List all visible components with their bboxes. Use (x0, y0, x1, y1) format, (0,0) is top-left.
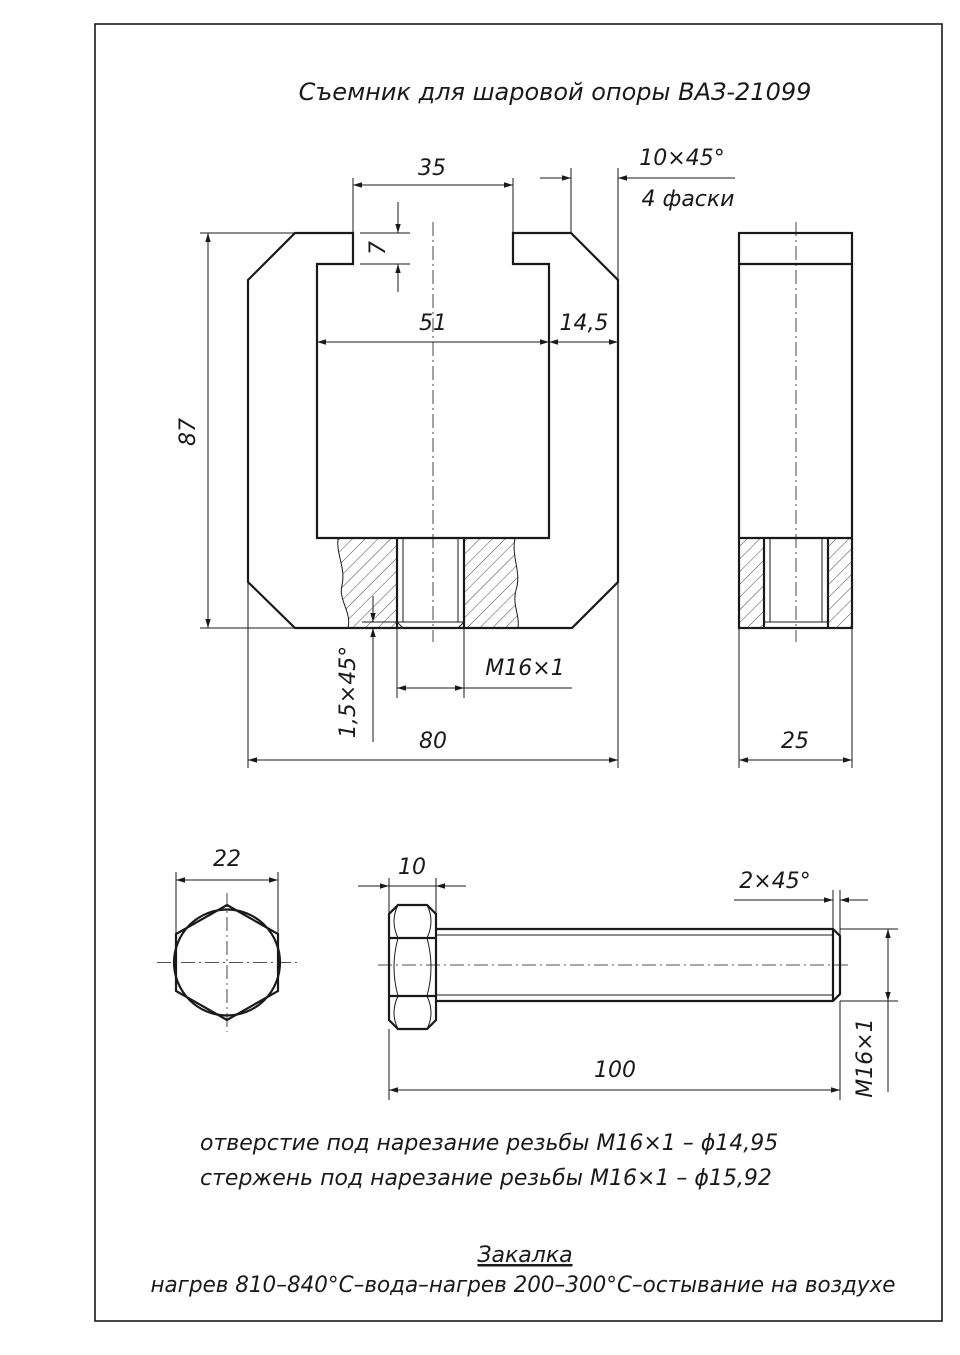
puller-front-view (246, 222, 620, 642)
dim-chamfer: 10×45° (639, 146, 724, 171)
hardening-text: нагрев 810–840°С–вода–нагрев 200–300°С–о… (151, 1273, 896, 1298)
dim-87: 87 (176, 418, 201, 446)
dim-80: 80 (419, 729, 447, 754)
hex-view (157, 893, 297, 1032)
dim-14-5: 14,5 (560, 311, 609, 336)
dim-7: 7 (366, 241, 391, 255)
bolt-view (378, 903, 852, 1031)
front-view-dimensions: 35 10×45° 4 фаски 7 51 14,5 87 M16×1 (176, 146, 735, 768)
dim-chamfer-hole: 1,5×45° (336, 646, 361, 738)
dim-35: 35 (418, 156, 446, 181)
dim-51: 51 (419, 311, 447, 336)
hatch-left (337, 538, 397, 628)
break-line-left (337, 537, 350, 629)
drawing-frame (94, 23, 943, 1322)
dim-bolt-chamfer: 2×45° (739, 869, 810, 894)
note-hole-diameter: отверстие под нарезание резьбы M16×1 – ϕ… (200, 1131, 778, 1156)
dim-22: 22 (213, 847, 241, 872)
drawing-title: Съемник для шаровой опоры ВАЗ-21099 (299, 78, 812, 106)
bolt-head (387, 903, 438, 1031)
dim-chamfer-count: 4 фаски (642, 187, 735, 212)
side-view-outline (737, 231, 854, 630)
break-line-right (513, 537, 519, 629)
dim-10: 10 (398, 855, 426, 880)
side-view-dimensions: 25 (738, 628, 853, 768)
hatch-right (464, 538, 519, 628)
bolt-dimensions: 10 2×45° M16×1 100 (358, 855, 898, 1100)
puller-side-view (737, 222, 854, 642)
dim-bolt-thread: M16×1 (853, 1018, 878, 1097)
hex-dimensions: 22 (175, 847, 279, 934)
dim-100: 100 (594, 1058, 636, 1083)
hardening-title: Закалка (477, 1243, 572, 1268)
dim-25: 25 (781, 729, 809, 754)
note-rod-diameter: стержень под нарезание резьбы M16×1 – ϕ1… (200, 1166, 772, 1191)
dim-thread-hole: M16×1 (485, 656, 564, 681)
